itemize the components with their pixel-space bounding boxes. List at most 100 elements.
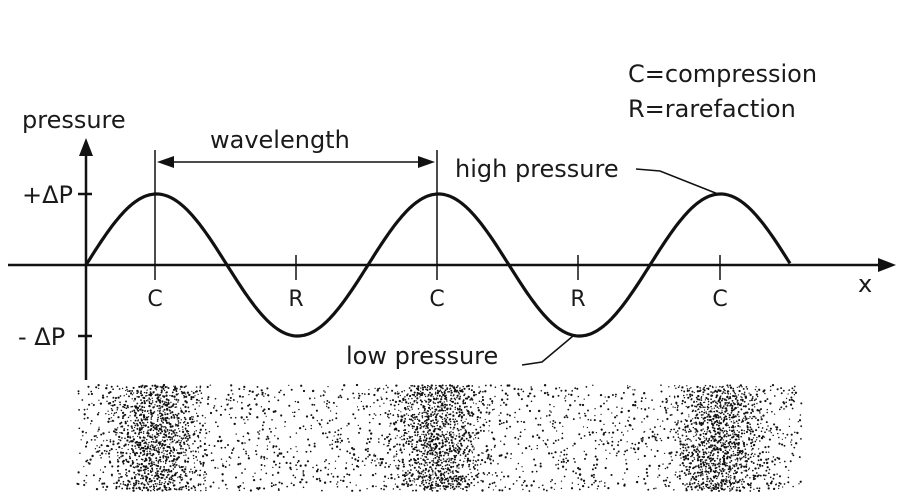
- particle-dot: [464, 420, 466, 423]
- particle-dot: [703, 401, 706, 403]
- particle-dot: [698, 456, 700, 458]
- particle-dot: [621, 407, 623, 409]
- particle-dot: [720, 445, 723, 448]
- particle-dot: [162, 383, 166, 387]
- particle-dot: [459, 407, 461, 410]
- particle-dot: [171, 450, 173, 452]
- particle-dot: [244, 442, 246, 444]
- particle-dot: [462, 400, 465, 403]
- particle-dot: [420, 485, 422, 487]
- particle-dot: [187, 430, 190, 433]
- particle-dot: [706, 480, 708, 483]
- particle-dot: [707, 470, 710, 473]
- particle-dot: [125, 487, 129, 490]
- particle-dot: [434, 456, 437, 459]
- particle-dot: [446, 468, 449, 471]
- particle-dot: [786, 433, 789, 436]
- particle-dot: [713, 427, 716, 430]
- particle-dot: [157, 488, 159, 490]
- particle-dot: [143, 386, 146, 389]
- particle-dot: [411, 443, 413, 445]
- particle-dot: [165, 419, 168, 422]
- particle-dot: [685, 405, 687, 408]
- particle-dot: [109, 390, 112, 394]
- particle-dot: [454, 398, 457, 401]
- particle-dot: [428, 401, 430, 403]
- particle-dot: [117, 396, 120, 399]
- particle-dot: [261, 393, 264, 396]
- particle-dot: [454, 456, 457, 459]
- particle-dot: [199, 422, 201, 425]
- particle-dot: [141, 477, 145, 480]
- particle-dot: [728, 475, 730, 477]
- particle-dot: [702, 462, 705, 465]
- particle-dot: [395, 455, 397, 457]
- particle-dot: [420, 400, 424, 403]
- particle-dot: [560, 487, 563, 490]
- particle-dot: [685, 419, 688, 422]
- particle-dot: [162, 421, 165, 424]
- particle-dot: [783, 460, 786, 463]
- particle-dot: [138, 463, 141, 466]
- particle-dot: [419, 396, 421, 398]
- particle-dot: [146, 467, 149, 470]
- particle-dot: [334, 467, 337, 470]
- particle-dot: [336, 483, 338, 485]
- particle-dot: [557, 394, 560, 397]
- particle-dot: [429, 404, 431, 407]
- particle-dot: [369, 405, 372, 408]
- particle-dot: [424, 485, 427, 488]
- particle-dot: [416, 431, 419, 434]
- particle-dot: [356, 406, 359, 408]
- particle-dot: [751, 449, 753, 451]
- particle-dot: [646, 475, 649, 477]
- particle-dot: [226, 443, 230, 447]
- particle-dot: [782, 432, 784, 435]
- particle-dot: [703, 439, 706, 442]
- particle-dot: [146, 389, 148, 391]
- particle-dot: [718, 422, 721, 425]
- particle-dot: [238, 489, 241, 492]
- particle-dot: [563, 453, 566, 456]
- particle-dot: [562, 458, 565, 461]
- particle-dot: [146, 482, 149, 484]
- particle-dot: [433, 435, 436, 438]
- particle-dot: [677, 422, 679, 424]
- particle-dot: [590, 474, 594, 477]
- particle-dot: [161, 442, 164, 446]
- particle-dot: [470, 443, 473, 446]
- particle-dot: [715, 416, 718, 419]
- particle-dot: [129, 464, 132, 467]
- particle-dot: [164, 430, 167, 434]
- particle-dot: [717, 400, 720, 403]
- particle-dot: [293, 415, 296, 418]
- particle-dot: [449, 418, 452, 421]
- particle-dot: [336, 438, 339, 441]
- particle-dot: [744, 476, 747, 478]
- particle-dot: [146, 418, 149, 421]
- particle-dot: [743, 430, 745, 432]
- particle-dot: [137, 391, 140, 393]
- particle-dot: [346, 398, 349, 401]
- particle-dot: [407, 473, 409, 475]
- particle-dot: [681, 470, 683, 473]
- particle-dot: [230, 452, 233, 454]
- particle-dot: [230, 384, 233, 387]
- particle-dot: [416, 418, 419, 421]
- particle-dot: [401, 458, 404, 461]
- particle-dot: [418, 472, 421, 475]
- particle-dot: [792, 454, 795, 457]
- particle-dot: [140, 399, 142, 401]
- particle-dot: [719, 461, 722, 463]
- particle-dot: [712, 392, 714, 394]
- particle-dot: [138, 431, 141, 434]
- particle-dot: [794, 431, 796, 434]
- particle-dot: [233, 422, 236, 426]
- particle-dot: [395, 453, 398, 456]
- particle-dot: [162, 454, 165, 458]
- particle-dot: [159, 456, 162, 459]
- particle-dot: [434, 415, 438, 419]
- particle-dot: [702, 432, 705, 435]
- particle-dot: [602, 443, 605, 446]
- particle-dot: [583, 482, 586, 485]
